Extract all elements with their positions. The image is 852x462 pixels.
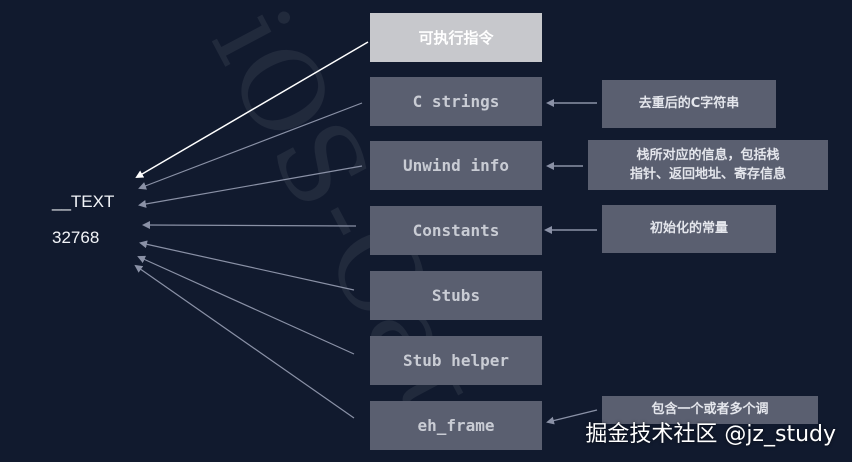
arrow-unwind bbox=[138, 165, 363, 208]
arrow-stub-helper bbox=[137, 255, 355, 355]
arrow-stubs bbox=[139, 240, 355, 291]
section-unwind-info: Unwind info bbox=[370, 141, 542, 190]
section-eh-frame: eh_frame bbox=[370, 401, 542, 450]
section-cstrings: C strings bbox=[370, 77, 542, 126]
note-unwind-info: 栈所对应的信息，包括栈 指针、返回地址、寄存信息 bbox=[588, 140, 828, 190]
section-stubs: Stubs bbox=[370, 271, 542, 320]
note-constants: 初始化的常量 bbox=[602, 205, 776, 253]
section-executable-instructions: 可执行指令 bbox=[370, 13, 542, 62]
arrow-constants bbox=[142, 221, 357, 230]
arrow-eh-frame bbox=[134, 264, 355, 419]
arrow-cstrings bbox=[138, 102, 363, 190]
section-constants: Constants bbox=[370, 206, 542, 255]
note-eh-frame: 包含一个或者多个调 bbox=[602, 396, 818, 424]
arrow-note-eh-frame bbox=[546, 409, 598, 425]
note-unwind-line-2: 指针、返回地址、寄存信息 bbox=[629, 167, 786, 182]
note-cstrings: 去重后的C字符串 bbox=[602, 80, 776, 128]
footer-watermark: 掘金技术社区 @jz_study bbox=[585, 422, 836, 447]
section-stub-helper: Stub helper bbox=[370, 336, 542, 385]
note-unwind-line-1: 栈所对应的信息，包括栈 bbox=[636, 147, 780, 163]
arrow-executable bbox=[135, 41, 369, 179]
segment-name: __TEXT bbox=[52, 192, 115, 211]
segment-size: 32768 bbox=[52, 228, 100, 247]
